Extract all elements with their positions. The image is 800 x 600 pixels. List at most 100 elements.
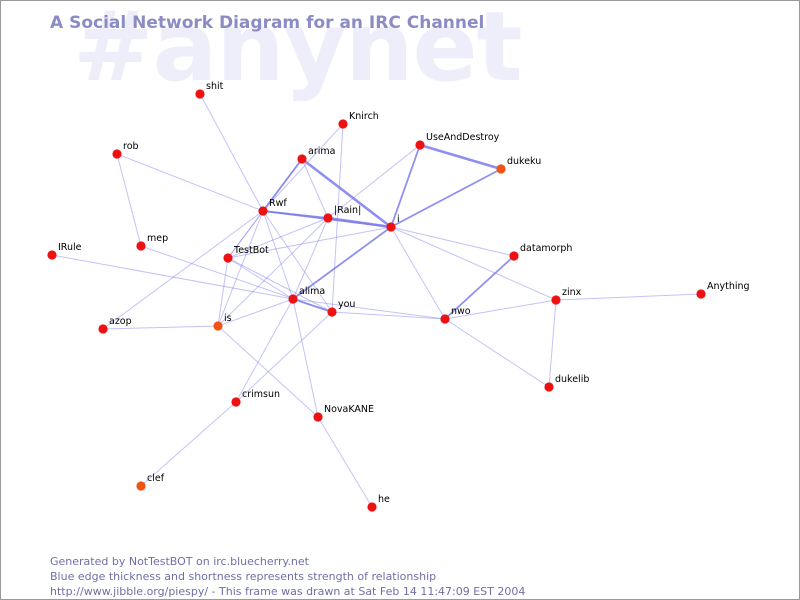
node-Rain: |Rain| bbox=[323, 205, 361, 223]
edge-you-crimsun bbox=[235, 311, 333, 403]
node-dot bbox=[288, 294, 298, 304]
edge-alima-nwo bbox=[292, 298, 446, 320]
edge-layer bbox=[51, 93, 702, 508]
edge-rob-Rwf bbox=[116, 153, 264, 212]
edge-nwo-datamorph bbox=[444, 255, 515, 320]
edge-arima-i bbox=[301, 157, 392, 229]
node-dukeku: dukeku bbox=[496, 156, 541, 174]
node-azop: azop bbox=[98, 316, 132, 334]
edge-TestBot-you bbox=[227, 257, 333, 313]
node-dot bbox=[509, 251, 519, 261]
node-dot bbox=[386, 222, 396, 232]
node-arima: arima bbox=[297, 146, 335, 164]
edge-i-datamorph bbox=[390, 226, 515, 257]
node-rob: rob bbox=[112, 141, 139, 159]
edge-nwo-zinx bbox=[444, 299, 557, 320]
node-he: he bbox=[367, 494, 390, 512]
node-Knirch: Knirch bbox=[338, 111, 379, 129]
edge-IRule-alima bbox=[51, 254, 294, 300]
node-label: Knirch bbox=[349, 111, 379, 122]
node-dot bbox=[367, 502, 377, 512]
node-is: is bbox=[213, 313, 232, 331]
node-label: azop bbox=[109, 316, 132, 327]
node-dot bbox=[47, 250, 57, 260]
node-Rwf: Rwf bbox=[258, 198, 287, 216]
node-shit: shit bbox=[195, 81, 224, 99]
node-dot bbox=[195, 89, 205, 99]
node-dot bbox=[551, 295, 561, 305]
node-dot bbox=[323, 213, 333, 223]
edge-azop-is bbox=[102, 325, 219, 330]
node-NovaKANE: NovaKANE bbox=[313, 404, 374, 422]
edge-shit-Rwf bbox=[199, 93, 264, 212]
node-dot bbox=[136, 241, 146, 251]
node-label: nwo bbox=[451, 306, 471, 317]
edge-Knirch-Rwf bbox=[262, 123, 344, 212]
footer-legend-note: Blue edge thickness and shortness repres… bbox=[50, 570, 437, 583]
edge-TestBot-alima bbox=[227, 257, 294, 300]
node-nwo: nwo bbox=[440, 306, 471, 324]
edge-Rain-alima bbox=[292, 217, 329, 300]
node-label: datamorph bbox=[520, 243, 572, 254]
edge-Knirch-you bbox=[331, 123, 344, 313]
edge-Rwf-is bbox=[217, 210, 264, 327]
node-dukelib: dukelib bbox=[544, 374, 589, 392]
node-clef: clef bbox=[136, 473, 165, 491]
node-label: Rwf bbox=[269, 198, 287, 209]
edge-UseAndDestroy-dukeku bbox=[419, 143, 502, 171]
edge-rob-mep bbox=[116, 153, 142, 247]
node-i: i bbox=[386, 214, 400, 232]
node-label: NovaKANE bbox=[324, 404, 374, 415]
node-label: dukelib bbox=[555, 374, 589, 385]
edge-NovaKANE-he bbox=[317, 416, 373, 508]
node-TestBot: TestBot bbox=[223, 245, 269, 263]
node-dot bbox=[313, 412, 323, 422]
edge-is-NovaKANE bbox=[217, 325, 319, 418]
edge-TestBot-is bbox=[217, 257, 229, 327]
edge-alima-is bbox=[217, 298, 294, 327]
channel-watermark: #anynet bbox=[73, 0, 522, 103]
node-zinx: zinx bbox=[551, 287, 582, 305]
footer-generated-by: Generated by NotTestBOT on irc.bluecherr… bbox=[50, 555, 309, 568]
node-label: TestBot bbox=[233, 245, 269, 256]
edge-Rain-i bbox=[327, 216, 392, 229]
edge-zinx-dukelib bbox=[548, 299, 557, 388]
node-label: IRule bbox=[58, 242, 82, 253]
edge-dukeku-i bbox=[390, 168, 502, 228]
page-title: A Social Network Diagram for an IRC Chan… bbox=[50, 13, 485, 33]
node-label: i bbox=[397, 214, 400, 225]
edge-alima-NovaKANE bbox=[292, 298, 319, 418]
node-Anything: Anything bbox=[696, 281, 750, 299]
node-dot bbox=[136, 481, 146, 491]
node-dot bbox=[258, 206, 268, 216]
node-dot bbox=[544, 382, 554, 392]
node-dot bbox=[231, 397, 241, 407]
node-dot bbox=[112, 149, 122, 159]
footer-url-timestamp: http://www.jibble.org/piespy/ - This fra… bbox=[50, 585, 526, 598]
node-crimsun: crimsun bbox=[231, 389, 280, 407]
node-label: alima bbox=[299, 286, 325, 297]
node-dot bbox=[440, 314, 450, 324]
edge-i-TestBot bbox=[227, 226, 392, 259]
node-mep: mep bbox=[136, 233, 168, 251]
edge-crimsun-clef bbox=[140, 401, 237, 487]
edge-arima-Rwf bbox=[262, 158, 303, 212]
node-label: crimsun bbox=[242, 389, 280, 400]
node-you: you bbox=[327, 299, 355, 317]
node-dot bbox=[338, 119, 348, 129]
node-alima: alima bbox=[288, 286, 325, 304]
edge-Rwf-alima bbox=[262, 210, 294, 300]
edge-Rain-TestBot bbox=[227, 217, 329, 259]
node-label: arima bbox=[308, 146, 335, 157]
node-label: mep bbox=[147, 233, 168, 244]
footer: Generated by NotTestBOT on irc.bluecherr… bbox=[50, 554, 525, 599]
node-UseAndDestroy: UseAndDestroy bbox=[415, 132, 500, 150]
node-datamorph: datamorph bbox=[509, 243, 572, 261]
edge-nwo-dukelib bbox=[444, 318, 550, 388]
node-dot bbox=[496, 164, 506, 174]
edge-UseAndDestroy-Rain bbox=[327, 144, 421, 219]
node-dot bbox=[98, 324, 108, 334]
